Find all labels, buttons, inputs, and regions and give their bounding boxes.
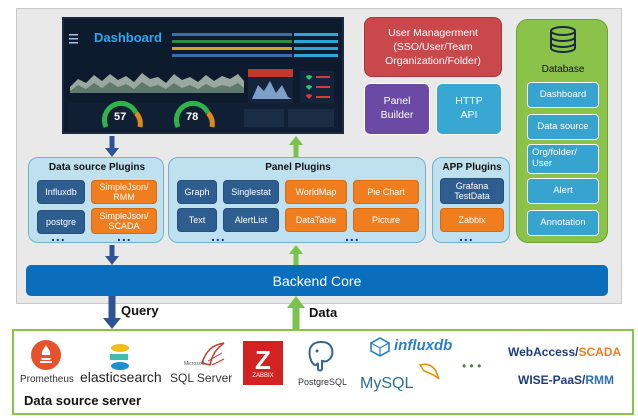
data-source-plugins-group: Data source Plugins Influxdb postgre Sim…: [28, 157, 164, 244]
database-icon: [550, 26, 576, 53]
panel-builder-label: Panel Builder: [380, 95, 414, 121]
plugin-label: postgre: [45, 216, 77, 227]
arrow-datasource-to-backend-head: [105, 256, 119, 265]
rmm-text: RMM: [585, 373, 615, 387]
database-item-label: Data source: [537, 120, 589, 132]
database-group: Database Dashboard Data source Org/folde…: [516, 19, 608, 243]
plugin-label: Influxdb: [45, 186, 77, 197]
mysql-dolphin-icon: [418, 363, 440, 380]
database-item-org-folder-user: Org/folder/ User: [527, 144, 599, 174]
database-item-alert: Alert: [527, 178, 599, 204]
mysql-label: MySQL: [360, 375, 414, 392]
elasticsearch-label: elasticsearch: [80, 369, 162, 385]
database-item-dashboard: Dashboard: [527, 82, 599, 108]
influxdb-icon: [370, 337, 390, 357]
database-item-label: Annotation: [540, 216, 586, 228]
arrow-data-head: [287, 296, 305, 308]
database-item-data-source: Data source: [527, 114, 599, 140]
plugin-zabbix: Zabbix: [440, 208, 504, 232]
plugin-label: WorldMap: [295, 186, 337, 197]
wise-paas-rmm-label: WISE-PaaS/RMM: [518, 373, 614, 387]
arrow-query-head: [103, 318, 121, 329]
plugin-simplejson-rmm: SimpleJson/ RMM: [91, 180, 157, 204]
backend-core-label: Backend Core: [272, 272, 362, 289]
user-management-box: User Managerment (SSO/User/Team Organiza…: [364, 17, 502, 77]
postgresql-label: PostgreSQL: [298, 377, 348, 387]
app-plugins-title: APP Plugins: [442, 162, 502, 173]
http-api-label: HTTP API: [455, 95, 483, 121]
plugin-datatable: DataTable: [285, 208, 347, 232]
panel-plugins-more-2: ...: [345, 228, 360, 244]
data-source-plugins-title: Data source Plugins: [48, 162, 146, 173]
plugin-label: SimpleJson/ RMM: [99, 181, 149, 202]
data-source-plugins-more: ...: [51, 228, 66, 244]
zabbix-label: ZABBIX: [252, 373, 274, 379]
plugin-worldmap: WorldMap: [285, 180, 347, 204]
arrow-backend-to-panel-head: [289, 245, 303, 254]
database-item-label: Alert: [553, 184, 573, 196]
plugin-label: AlertList: [234, 214, 268, 225]
plugin-text: Text: [177, 208, 217, 232]
dashboard-visual: [64, 19, 342, 132]
panel-plugins-title: Panel Plugins: [265, 162, 331, 173]
plugin-postgre: postgre: [37, 210, 85, 234]
postgresql-icon: [308, 340, 334, 372]
data-label: Data: [309, 305, 338, 320]
sqlserver-icon: [201, 342, 225, 366]
arrow-panel-to-dashboard-head: [289, 136, 303, 145]
webaccess-text: WebAccess/: [508, 345, 579, 359]
zabbix-logo: Z ZABBIX: [243, 341, 283, 385]
plugin-graph: Graph: [177, 180, 217, 204]
plugin-label: Zabbix: [458, 214, 486, 225]
app-plugins-more: ...: [459, 228, 474, 244]
panel-plugins-group: Panel Plugins Graph Singlestat Text Aler…: [168, 157, 426, 244]
plugin-simplejson-scada: SimpleJson/ SCADA: [91, 208, 157, 234]
plugin-label: Graph: [184, 186, 210, 197]
gauge-value-right: 78: [186, 111, 199, 123]
scada-text: SCADA: [578, 345, 622, 359]
backend-core-bar: Backend Core: [26, 265, 608, 296]
wise-paas-text: WISE-PaaS/: [518, 373, 586, 387]
plugin-influxdb: Influxdb: [37, 180, 85, 204]
sqlserver-small-label: Microsoft: [184, 361, 205, 367]
webaccess-scada-label: WebAccess/SCADA: [508, 345, 621, 359]
panel-builder-box: Panel Builder: [364, 83, 430, 135]
data-source-server-title: Data source server: [24, 393, 142, 408]
data-source-plugins-more-2: ...: [117, 228, 132, 244]
plugin-singlestat: Singlestat: [223, 180, 279, 204]
plugin-label: Pie Chart: [367, 186, 405, 197]
plugin-label: DataTable: [295, 214, 337, 225]
plugin-label: Text: [188, 214, 206, 225]
more-sources-dots: • • •: [462, 359, 482, 373]
database-item-label: Dashboard: [539, 88, 587, 100]
dashboard-screenshot: Dashboard 57 78: [62, 17, 344, 134]
panel-plugins-more: ...: [211, 228, 226, 244]
elasticsearch-icon: [110, 344, 129, 370]
plugin-pie-chart: Pie Chart: [353, 180, 419, 204]
http-api-box: HTTP API: [436, 83, 502, 135]
app-plugins-group: APP Plugins Grafana TestData Zabbix ...: [432, 157, 510, 244]
prometheus-label: Prometheus: [20, 374, 74, 385]
user-management-label: User Managerment (SSO/User/Team Organiza…: [385, 26, 481, 68]
plugin-picture: Picture: [353, 208, 419, 232]
plugin-label: Picture: [371, 214, 400, 225]
prometheus-icon: [31, 340, 61, 370]
dashboard-title: Dashboard: [94, 30, 162, 45]
database-item-annotation: Annotation: [527, 210, 599, 236]
query-label: Query: [121, 303, 159, 318]
plugin-label: Grafana TestData: [454, 180, 490, 201]
gauge-value-left: 57: [114, 111, 127, 123]
plugin-label: Singlestat: [231, 186, 271, 197]
influxdb-label: influxdb: [394, 337, 453, 354]
zabbix-letter: Z: [255, 345, 271, 375]
plugin-label: SimpleJson/ SCADA: [99, 210, 149, 231]
plugin-alertlist: AlertList: [223, 208, 279, 232]
database-title: Database: [541, 64, 585, 75]
arrow-dashboard-to-datasource-head: [105, 148, 119, 157]
sqlserver-label: SQL Server: [170, 371, 233, 385]
database-item-label: Org/folder/ User: [532, 147, 577, 169]
data-source-server-panel: Prometheus elasticsearch Microsoft SQL S…: [12, 329, 634, 415]
plugin-grafana-testdata: Grafana TestData: [440, 178, 504, 204]
